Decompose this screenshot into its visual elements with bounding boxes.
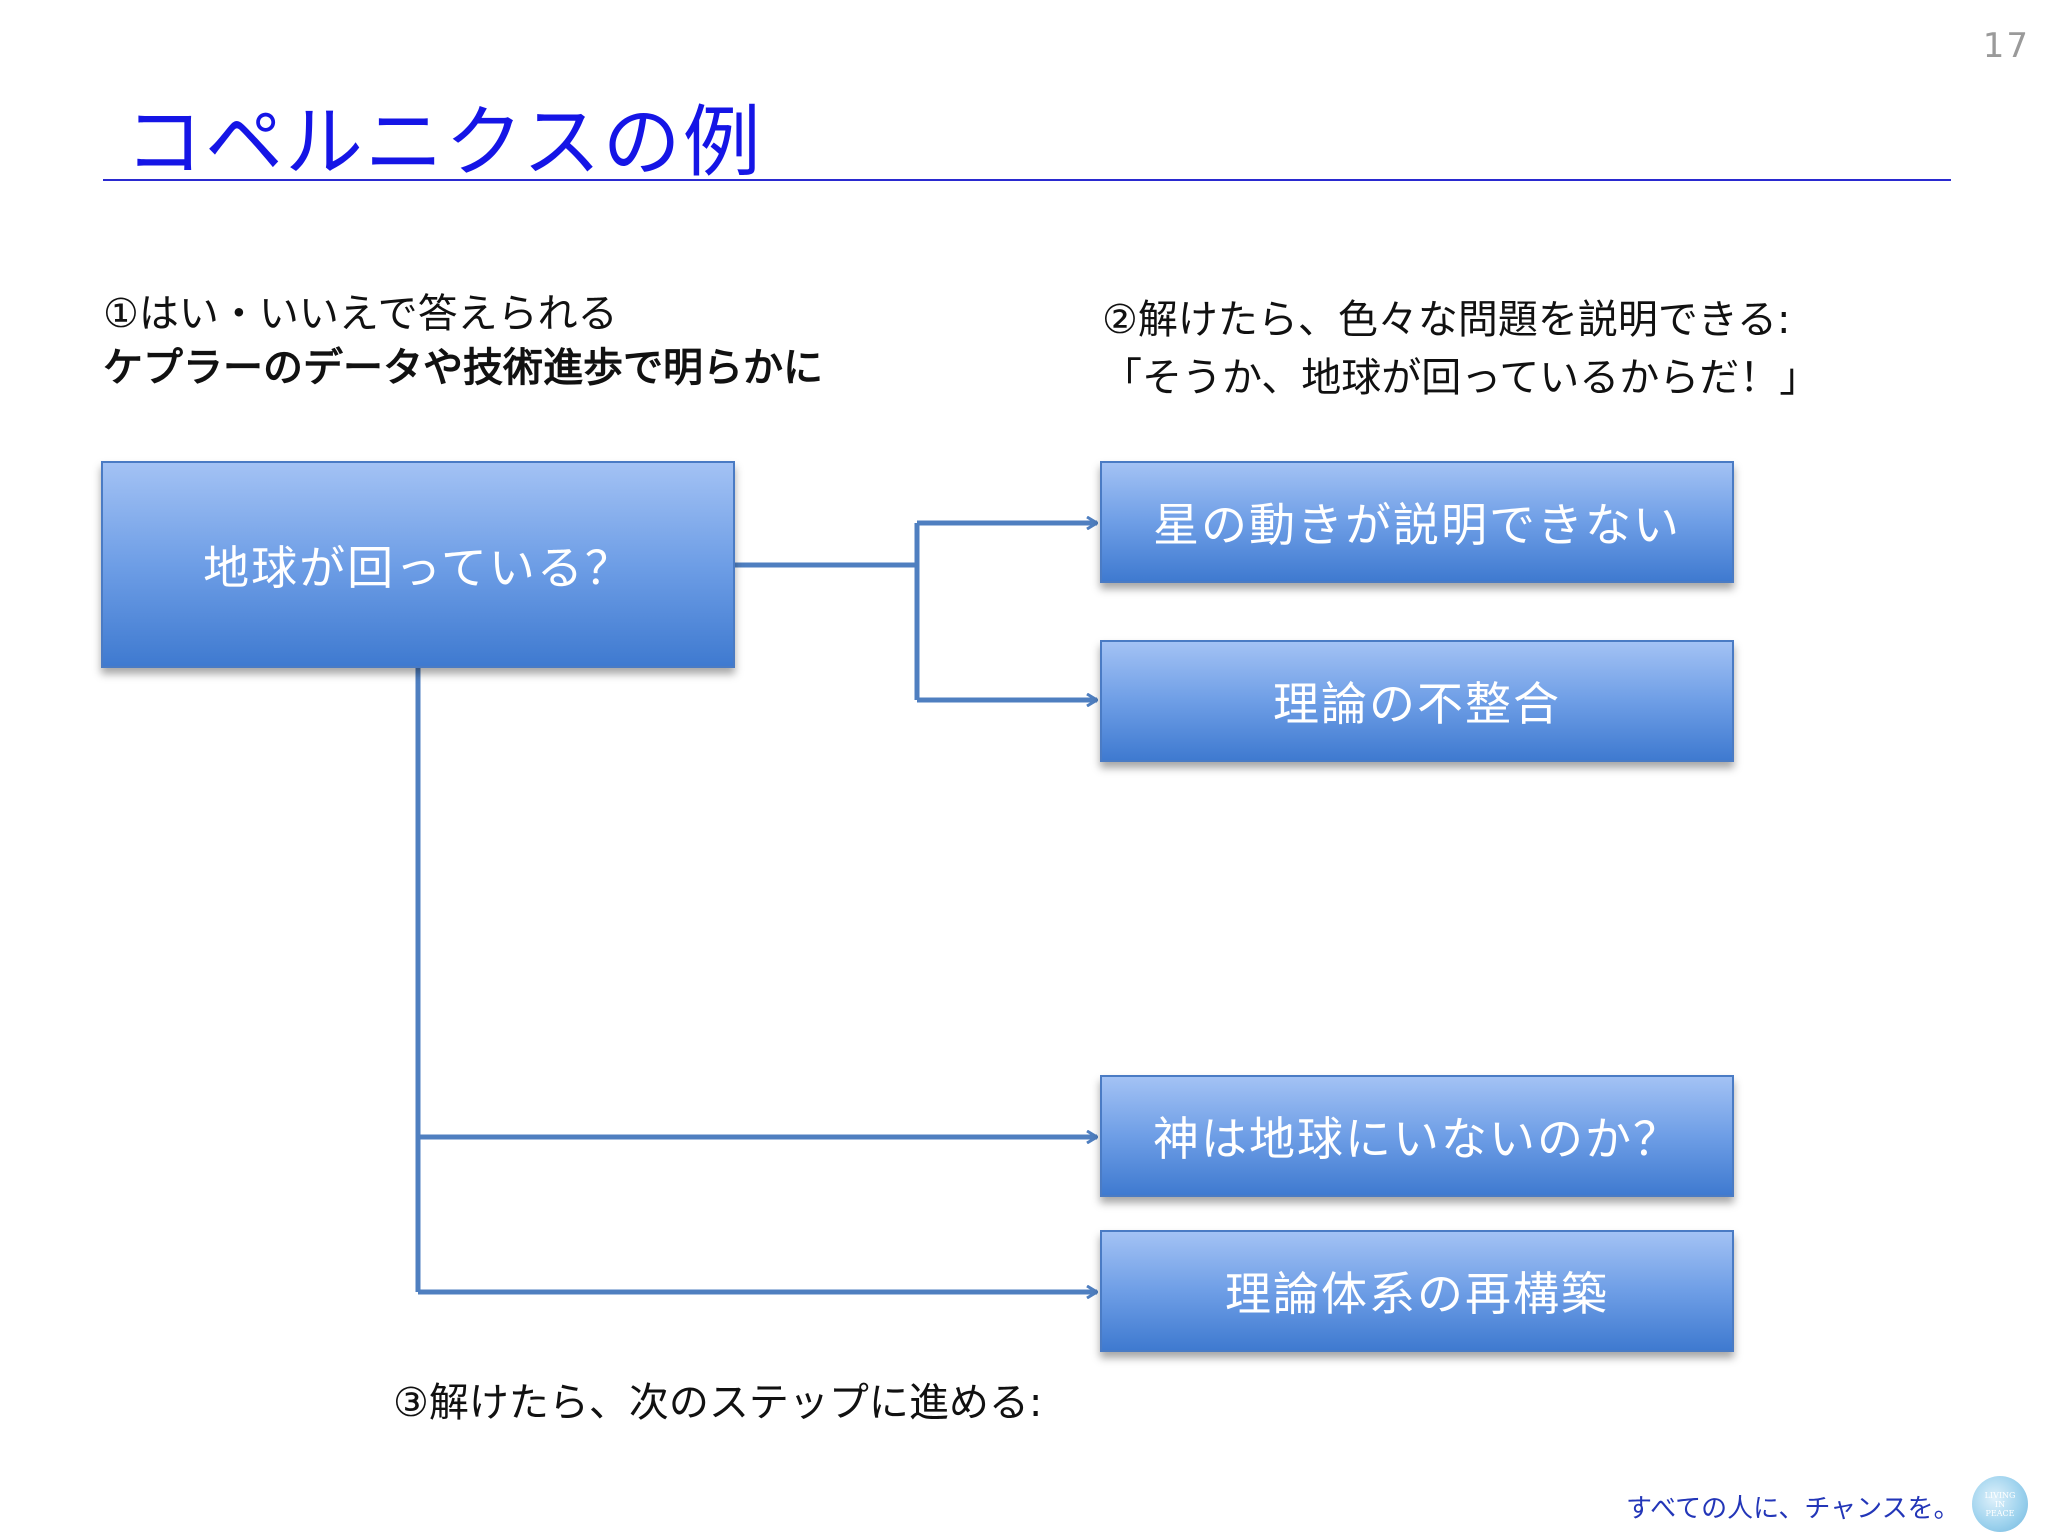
connector-question-down: [415, 668, 1097, 1292]
title-rule: [103, 179, 1951, 181]
step2-quote: 「そうか、地球が回っているからだ！」: [1102, 355, 1820, 401]
step2-heading: ②解けたら、色々な問題を説明できる:: [1102, 297, 1791, 343]
step3-heading: ③解けたら、次のステップに進める:: [393, 1380, 1043, 1426]
slide-title: コペルニクスの例: [125, 98, 763, 188]
step1-detail: ケプラーのデータや技術進歩で明らかに: [103, 345, 823, 391]
logo-text-line-1: LIVING: [1984, 1490, 2016, 1500]
page-number: 17: [1982, 26, 2030, 66]
box-star-motion: 星の動きが説明できない: [1100, 461, 1734, 583]
step1-heading: ①はい・いいえで答えられる: [103, 291, 618, 337]
logo-text-line-3: PEACE: [1985, 1508, 2015, 1518]
footer-tagline: すべての人に、チャンスを。: [1626, 1494, 1960, 1524]
box-theory-rebuild: 理論体系の再構築: [1100, 1230, 1734, 1352]
living-in-peace-logo: LIVING IN PEACE: [1972, 1476, 2028, 1532]
box-god-question: 神は地球にいないのか？: [1100, 1075, 1734, 1197]
box-theory-inconsistency: 理論の不整合: [1100, 640, 1734, 762]
logo-text-line-2: IN: [1994, 1499, 2006, 1509]
connector-question-to-right: [735, 523, 1097, 700]
question-box: 地球が回っている？: [101, 461, 735, 668]
